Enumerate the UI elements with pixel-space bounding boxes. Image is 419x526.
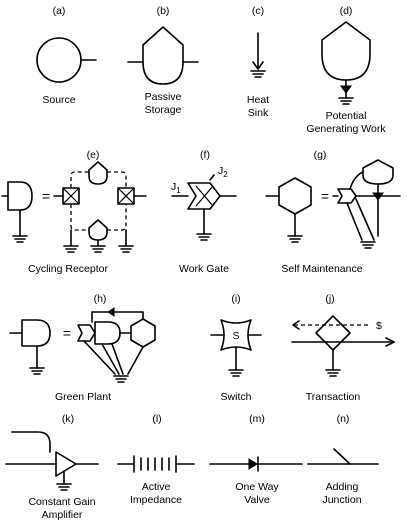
active-impedance-label-line2: Impedance: [130, 494, 182, 506]
active-impedance-label-line1: Active: [142, 481, 171, 493]
green-plant-label: Green Plant: [55, 391, 111, 403]
transaction-symbol: (j) $ Transaction: [291, 293, 395, 403]
heat-sink-label-line1: Heat: [247, 94, 269, 106]
label-m-letter: (m): [249, 413, 265, 425]
one-way-valve-label-line2: Valve: [244, 494, 270, 506]
label-g-letter: (g): [314, 149, 327, 161]
adding-junction-symbol: (n) Adding Junction: [307, 413, 379, 506]
transaction-label: Transaction: [306, 391, 361, 403]
label-l-letter: (l): [152, 413, 161, 425]
label-h-letter: (h): [94, 293, 107, 305]
active-impedance-symbol: (l) Active Impedance: [117, 413, 195, 506]
constant-gain-amplifier-symbol: (k) Constant Gain Amplifier: [5, 413, 99, 521]
passive-storage-symbol: (b) Passive Storage: [127, 5, 199, 116]
adding-junction-label-line1: Adding: [326, 481, 359, 493]
label-i-letter: (i): [231, 293, 240, 305]
work-gate-label: Work Gate: [179, 263, 229, 275]
label-j-letter: (j): [325, 293, 334, 305]
label-e-letter: (e): [87, 149, 100, 161]
potential-generating-work-symbol: (d) Potential Generating Work: [306, 5, 386, 135]
passive-storage-label-line1: Passive: [145, 91, 182, 103]
cycling-receptor-symbol: (e) = Cycling Receptor: [1, 149, 147, 275]
label-k-letter: (k): [62, 413, 74, 425]
self-maintenance-symbol: (g) = Self Maintenance: [265, 149, 401, 275]
transaction-money-label: $: [376, 320, 382, 332]
equals-sign-3: =: [63, 325, 71, 341]
switch-label: Switch: [221, 391, 252, 403]
work-gate-symbol: (f) J1 J2 Work Gate: [171, 149, 237, 275]
green-plant-symbol: (h) = Green Plant: [9, 293, 156, 403]
heat-sink-symbol: (c) Heat Sink: [247, 5, 269, 119]
label-b-letter: (b): [157, 5, 170, 17]
self-maintenance-label: Self Maintenance: [281, 263, 362, 275]
equals-sign: =: [42, 188, 50, 204]
one-way-valve-label-line1: One Way: [235, 481, 279, 493]
equals-sign-2: =: [321, 188, 329, 204]
work-gate-j2-label: J2: [218, 165, 228, 179]
label-c-letter: (c): [252, 5, 264, 17]
passive-storage-label-line2: Storage: [145, 104, 182, 116]
source-label: Source: [42, 94, 75, 106]
label-n-letter: (n): [337, 413, 350, 425]
switch-symbol: (i) S Switch: [210, 293, 262, 403]
potential-generating-work-label-line2: Generating Work: [306, 123, 386, 135]
constant-gain-amplifier-label-line1: Constant Gain: [28, 496, 95, 508]
constant-gain-amplifier-label-line2: Amplifier: [42, 509, 83, 521]
label-d-letter: (d): [340, 5, 353, 17]
cycling-receptor-label: Cycling Receptor: [28, 263, 108, 275]
adding-junction-label-line2: Junction: [322, 494, 361, 506]
heat-sink-label-line2: Sink: [248, 107, 269, 119]
one-way-valve-symbol: (m) One Way Valve: [209, 413, 303, 506]
label-f-letter: (f): [200, 149, 210, 161]
potential-generating-work-label-line1: Potential: [326, 110, 367, 122]
label-a-letter: (a): [53, 5, 66, 17]
switch-inner-label: S: [232, 330, 239, 342]
work-gate-j1-label: J1: [171, 181, 181, 195]
source-symbol: (a) Source: [36, 5, 97, 106]
